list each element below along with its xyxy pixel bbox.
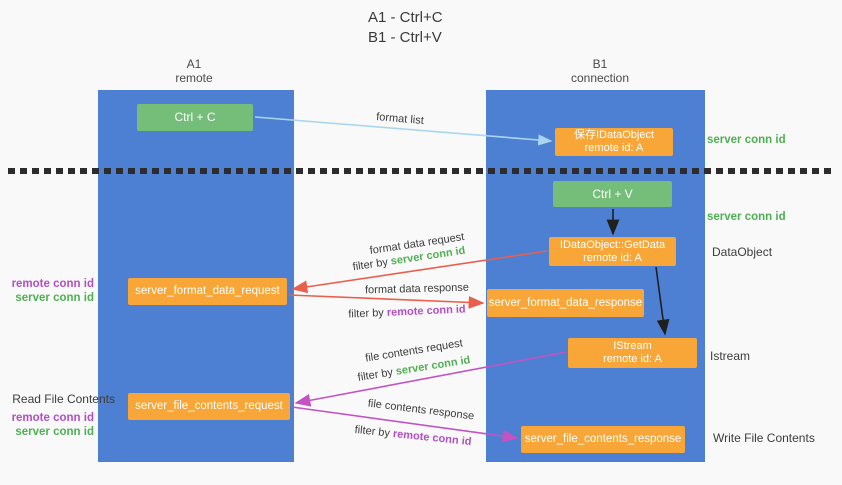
getdata-line2: remote id: A <box>583 251 642 264</box>
lifeline-b1-name: B1 <box>592 57 608 71</box>
lifeline-b1-header: B1 connection <box>571 57 629 85</box>
getdata-line1: IDataObject::GetData <box>559 238 666 251</box>
file-request-label: server_file_contents_request <box>135 400 283 412</box>
read-file-contents-annotation: Read File Contents <box>12 392 115 406</box>
istream-node: IStream remote id: A <box>568 338 697 368</box>
save-idataobject-node: 保存IDataObject remote id: A <box>555 128 673 156</box>
istream-line2: remote id: A <box>603 353 662 365</box>
format-list-label: format list <box>375 111 425 127</box>
server-conn-id-annotation-top: server conn id <box>707 134 786 146</box>
server-conn-id-label: server conn id <box>15 292 94 304</box>
server-conn-id-annotation-mid: server conn id <box>707 211 786 223</box>
format-data-response-filter-label: filter by remote conn id <box>348 303 466 320</box>
save-idataobject-line1: 保存IDataObject <box>573 129 655 141</box>
save-idataobject-line2: remote id: A <box>584 142 644 154</box>
format-request-node: server_format_data_request <box>128 278 287 305</box>
format-data-response-label: format data response <box>364 281 470 297</box>
remote-conn-id-label: remote conn id <box>11 278 94 290</box>
diagram-title: A1 - Ctrl+C B1 - Ctrl+V <box>368 8 443 48</box>
file-response-label: server_file_contents_response <box>524 433 682 445</box>
file-contents-response-filter-label: filter by remote conn id <box>354 424 472 448</box>
conn-id-annotation-left-top: remote conn id server conn id <box>10 277 94 305</box>
remote-conn-id-text: remote conn id <box>386 303 466 319</box>
lifeline-a1-header: A1 remote <box>175 57 212 85</box>
separator-dotted-line <box>8 168 834 174</box>
remote-conn-id-text: remote conn id <box>392 427 472 449</box>
file-request-node: server_file_contents_request <box>128 393 290 420</box>
filter-by-text: filter by <box>348 307 385 321</box>
format-data-response-arrow <box>288 294 485 309</box>
format-request-label: server_format_data_request <box>135 285 280 297</box>
conn-id-annotation-left-bottom: remote conn id server conn id <box>10 411 94 439</box>
lifeline-a1-subtitle: remote <box>175 71 213 85</box>
ctrl-c-node: Ctrl + C <box>137 104 253 131</box>
title-line-2: B1 - Ctrl+V <box>368 29 442 46</box>
filter-by-text: filter by <box>351 256 389 274</box>
title-line-1: A1 - Ctrl+C <box>368 9 443 26</box>
remote-conn-id-label: remote conn id <box>11 412 94 424</box>
dataobject-annotation: DataObject <box>712 245 773 259</box>
ctrl-v-label: Ctrl + V <box>592 186 633 201</box>
lifeline-b1-subtitle: connection <box>570 71 630 85</box>
file-contents-response-label: file contents response <box>367 397 475 423</box>
istream-annotation: Istream <box>710 349 751 363</box>
format-response-node: server_format_data_response <box>487 289 644 317</box>
format-response-label: server_format_data_response <box>488 296 643 309</box>
filter-by-text: filter by <box>356 366 394 384</box>
ctrl-v-node: Ctrl + V <box>553 181 672 207</box>
getdata-node: IDataObject::GetData remote id: A <box>549 237 676 266</box>
lifeline-a1-name: A1 <box>186 57 202 71</box>
write-file-contents-annotation: Write File Contents <box>713 431 815 445</box>
filter-by-text: filter by <box>354 423 391 440</box>
istream-line1: IStream <box>613 340 652 352</box>
ctrl-c-label: Ctrl + C <box>174 110 216 124</box>
server-conn-id-label: server conn id <box>15 426 94 438</box>
file-response-node: server_file_contents_response <box>521 426 685 453</box>
